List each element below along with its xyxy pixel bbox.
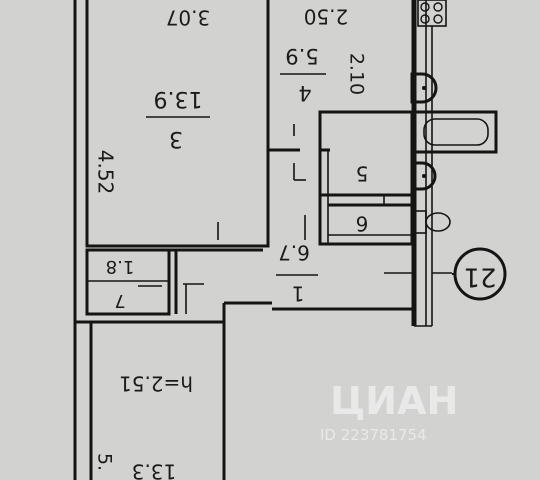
room-3-number: 3 — [169, 126, 183, 151]
room-2-dim: 5. — [94, 453, 116, 471]
dim-corridor-width: 2.10 — [346, 53, 368, 95]
sink-icon — [410, 72, 438, 104]
fixtures — [410, 0, 498, 234]
room-5-number: 5 — [356, 162, 369, 186]
room-1-number: 1 — [292, 282, 305, 306]
dim-top-right: 2.50 — [304, 5, 349, 29]
room-2-area: 13.3 — [132, 460, 177, 480]
apartment-number: 21 — [463, 262, 496, 292]
labels: 3.07 2.50 13.9 3 5.9 4 2.10 4.52 5 6 6.7… — [94, 5, 507, 480]
room-4-area: 5.9 — [285, 44, 318, 68]
apartment-number-badge: 21 — [452, 247, 507, 301]
watermark-id: ID 223781754 — [320, 426, 427, 444]
watermark-brand: ЦИАН — [330, 379, 458, 423]
washbasin-icon — [410, 161, 437, 191]
dim-top-left: 3.07 — [166, 6, 211, 30]
watermark: ЦИАН ID 223781754 — [320, 379, 458, 444]
room-4-number: 4 — [298, 81, 311, 105]
room-7-area: 1.8 — [106, 256, 135, 277]
room-3-area: 13.9 — [154, 86, 203, 111]
room-1-area: 6.7 — [278, 241, 310, 265]
stove-icon — [417, 0, 447, 27]
room-7-number: 7 — [114, 290, 125, 311]
bathtub-icon — [412, 110, 498, 154]
room-6-number: 6 — [356, 212, 369, 236]
dim-height-left: 4.52 — [94, 150, 118, 195]
toilet-icon — [411, 210, 451, 234]
ceiling-height: h=2.51 — [119, 372, 193, 396]
